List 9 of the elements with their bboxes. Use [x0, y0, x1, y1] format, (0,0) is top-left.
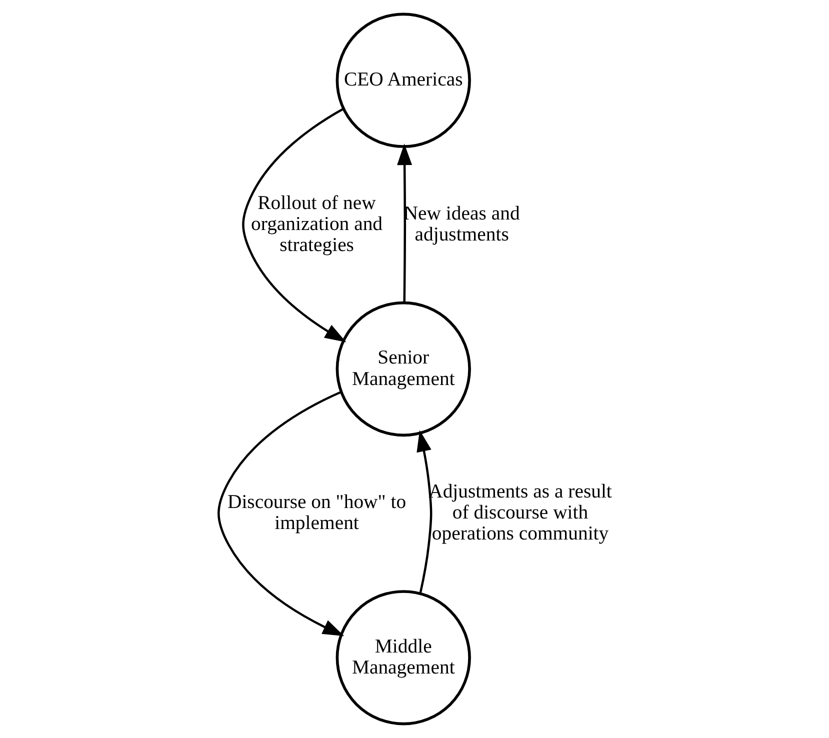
arrow — [242, 108, 346, 342]
arrow — [397, 144, 412, 302]
node-circle: Senior Management — [336, 301, 471, 437]
edge-label: Rollout of new organization and strategies — [251, 192, 383, 256]
node-circle: Middle Management — [336, 590, 471, 726]
edge-label: Discourse on "how" to implement — [227, 490, 406, 534]
arrow — [416, 430, 432, 594]
node-circle: CEO Americas — [336, 12, 471, 148]
arrow — [218, 390, 344, 636]
